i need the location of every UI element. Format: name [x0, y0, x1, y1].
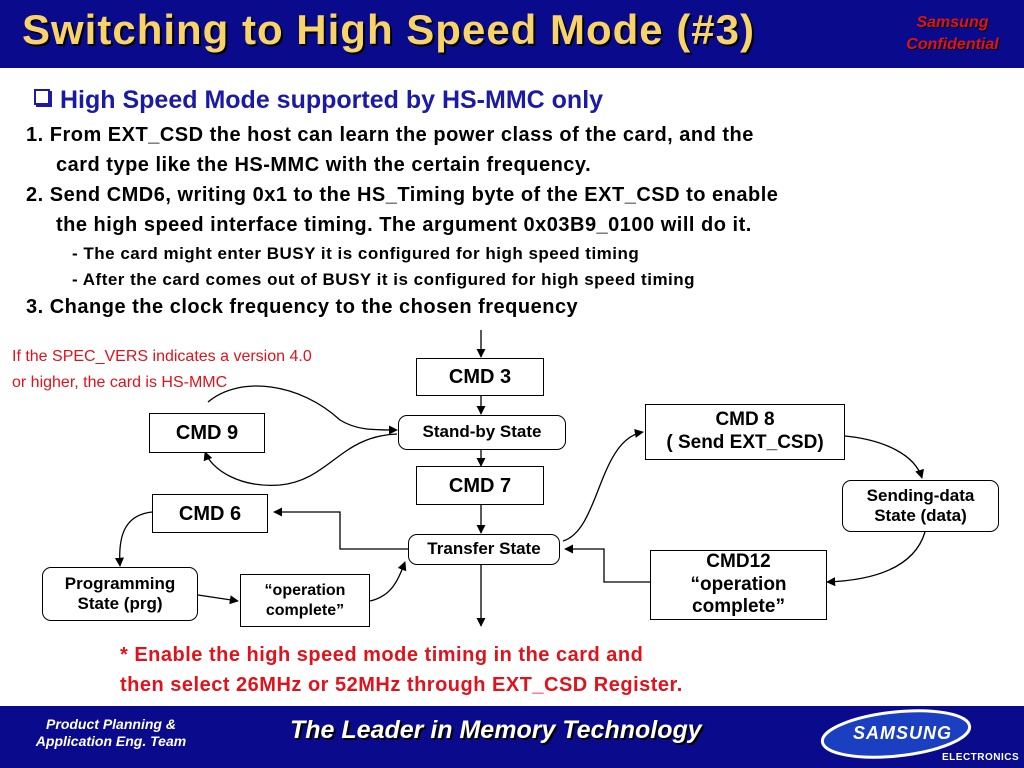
cmd3-box: CMD 3	[416, 358, 544, 396]
header-bar	[0, 0, 1024, 68]
cmd3-label: CMD 3	[448, 366, 512, 388]
arrow-cmd8-to-sending	[844, 435, 924, 479]
sending-data-line-1: Sending-data	[866, 485, 975, 505]
sending-data-state-box: Sending-data State (data)	[842, 480, 999, 532]
footer-team: Product Planning & Application Eng. Team	[16, 716, 206, 750]
standby-state-label: Stand-by State	[422, 422, 542, 442]
enable-note-line-2: then select 26MHz or 52MHz through EXT_C…	[120, 674, 683, 696]
cmd12-line-2: “operation	[690, 573, 787, 595]
sending-data-line-2: State (data)	[874, 506, 967, 525]
arrow-cmd6-to-programming	[114, 511, 153, 567]
spec-vers-note: If the SPEC_VERS indicates a version 4.0…	[12, 344, 312, 396]
arrow-opcomplete-to-transfer	[369, 561, 407, 602]
spec-vers-note-line-2: or higher, the card is HS-MMC	[12, 374, 228, 391]
sub-note-2: - After the card comes out of BUSY it is…	[72, 270, 696, 289]
spec-vers-note-line-1: If the SPEC_VERS indicates a version 4.0	[12, 348, 312, 365]
step-2-line-1: 2. Send CMD6, writing 0x1 to the HS_Timi…	[26, 184, 779, 206]
cmd12-line-3: complete”	[692, 596, 785, 618]
transfer-state-box: Transfer State	[408, 534, 560, 565]
cmd9-label: CMD 9	[175, 422, 239, 444]
cmd12-box: CMD12 “operation complete”	[650, 550, 827, 620]
cmd8-box: CMD 8 ( Send EXT_CSD)	[645, 404, 845, 460]
cmd9-box: CMD 9	[149, 413, 265, 453]
confidential-line-1: Samsung	[916, 14, 989, 31]
confidential-line-2: Confidential	[906, 36, 999, 53]
samsung-logo-icon	[820, 709, 972, 759]
enable-note-line-1: * Enable the high speed mode timing in t…	[120, 644, 644, 666]
cmd6-label: CMD 6	[178, 502, 242, 525]
footer-team-line-2: Application Eng. Team	[35, 733, 187, 749]
section-heading-text: High Speed Mode supported by HS-MMC only	[60, 86, 604, 114]
arrow-transfer-to-cmd8	[562, 428, 644, 542]
step-1-line-2: card type like the HS-MMC with the certa…	[56, 154, 592, 176]
cmd9-loop-lower	[203, 433, 398, 486]
arrow-programming-to-opcomplete	[197, 594, 239, 605]
cmd7-label: CMD 7	[448, 474, 512, 497]
logo-text: SAMSUNG	[853, 723, 953, 743]
programming-state-line-1: Programming	[64, 573, 176, 593]
step-2-line-2: the high speed interface timing. The arg…	[56, 214, 752, 236]
sub-note-1: - The card might enter BUSY it is config…	[72, 244, 640, 263]
operation-complete-line-1: “operation	[264, 582, 346, 600]
page-title: Switching to High Speed Mode (#3)	[22, 6, 756, 53]
step-1-line-1: 1. From EXT_CSD the host can learn the p…	[26, 124, 754, 146]
cmd6-box: CMD 6	[152, 494, 268, 533]
arrow-cmd12-to-transfer	[564, 544, 650, 583]
cmd12-line-1: CMD12	[706, 550, 771, 572]
cmd9-loop-upper	[207, 385, 398, 435]
step-3-line-1: 3. Change the clock frequency to the cho…	[26, 296, 579, 318]
section-heading: High Speed Mode supported by HS-MMC only	[34, 86, 603, 115]
operation-complete-line-2: complete”	[265, 601, 345, 619]
transfer-state-label: Transfer State	[427, 539, 541, 559]
arrow-sending-to-cmd12	[826, 531, 926, 587]
footer-team-line-1: Product Planning &	[46, 716, 176, 732]
checkbox-bullet-icon	[34, 89, 50, 105]
programming-state-line-2: State (prg)	[77, 594, 163, 613]
programming-state-box: Programming State (prg)	[42, 567, 198, 621]
arrow-transfer-to-cmd6	[273, 507, 408, 550]
footer-slogan: The Leader in Memory Technology	[290, 716, 702, 744]
operation-complete-box: “operation complete”	[240, 574, 370, 627]
cmd8-line-1: CMD 8	[715, 409, 775, 431]
standby-state-box: Stand-by State	[398, 415, 566, 450]
cmd7-box: CMD 7	[416, 466, 544, 505]
confidential-label: Samsung Confidential	[880, 12, 1024, 56]
enable-note: * Enable the high speed mode timing in t…	[120, 640, 683, 700]
cmd8-line-2: ( Send EXT_CSD)	[666, 432, 824, 453]
logo-subtext: ELECTRONICS	[942, 752, 1020, 763]
